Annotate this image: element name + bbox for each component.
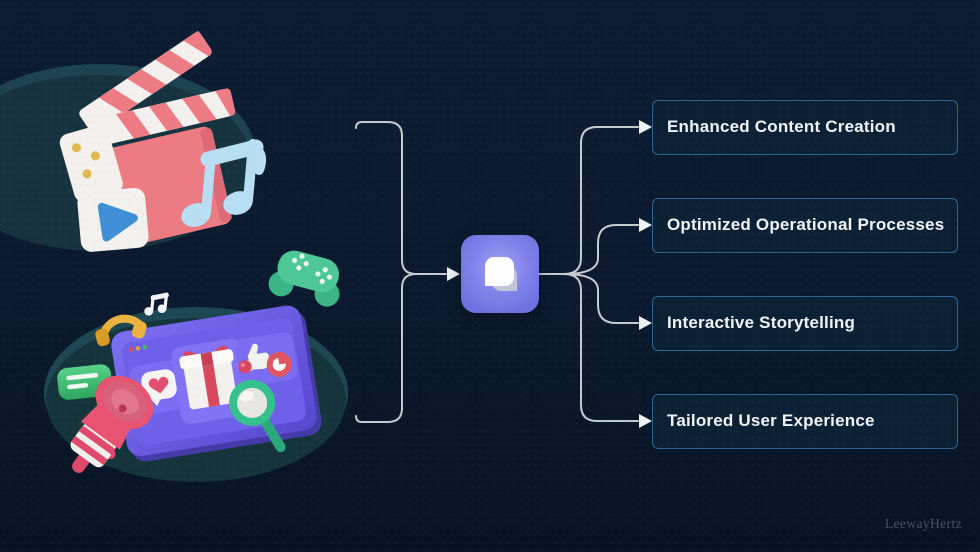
thumbs-up-icon: [238, 343, 269, 374]
arrowhead-output-4: [639, 414, 652, 428]
arrowhead-output-2: [639, 218, 652, 232]
input-line-bottom: [355, 273, 417, 423]
gift-box-icon: [179, 345, 238, 410]
output-box-interactive-storytelling: Interactive Storytelling: [652, 295, 958, 351]
clock-icon: [266, 351, 292, 377]
headphones-icon: [95, 314, 147, 347]
megaphone-icon: [70, 375, 154, 473]
leewayhertz-watermark: LeewayHertz: [884, 516, 962, 531]
arrowhead-output-1: [639, 120, 652, 134]
magnifier-icon: [229, 379, 286, 453]
overlapping-chat-bubbles-icon: [485, 257, 517, 291]
video-play-card-icon: [77, 187, 149, 252]
input-line-top: [355, 121, 417, 275]
front-bubble: [485, 257, 514, 286]
arrowhead-output-3: [639, 316, 652, 330]
output-line-1: [563, 126, 639, 275]
arrowhead-center: [447, 267, 460, 281]
browser-dot-red: [128, 347, 134, 352]
output-box-optimized-operational-processes: Optimized Operational Processes: [652, 197, 958, 253]
game-controller-icon: [268, 250, 340, 307]
output-box-tailored-user-experience: Tailored User Experience: [652, 393, 958, 449]
output-label: Enhanced Content Creation: [667, 117, 896, 136]
output-label: Optimized Operational Processes: [667, 215, 945, 234]
output-label: Tailored User Experience: [667, 411, 875, 430]
browser-dot-yellow: [135, 346, 141, 351]
output-line-2: [563, 224, 639, 275]
central-ai-node: [461, 235, 539, 313]
music-note-icon: [181, 139, 267, 227]
output-label: Interactive Storytelling: [667, 313, 856, 332]
output-line-4: [563, 273, 639, 422]
small-music-note-icon: [144, 292, 169, 316]
output-line-3: [563, 273, 639, 324]
browser-dot-green: [142, 344, 148, 350]
output-box-enhanced-content-creation: Enhanced Content Creation: [652, 99, 958, 155]
heart-like-card-icon: [141, 369, 177, 407]
